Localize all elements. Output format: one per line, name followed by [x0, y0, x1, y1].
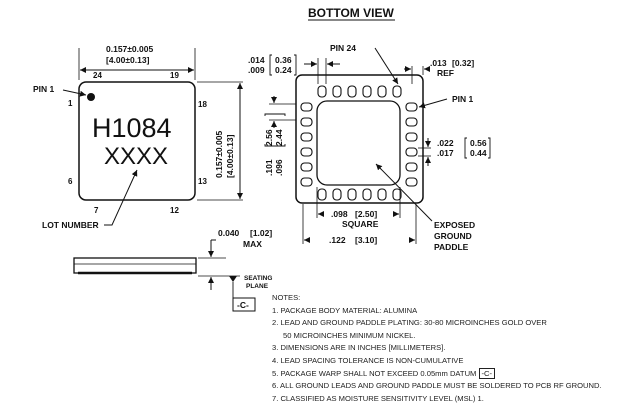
bottom-outline — [295, 74, 424, 204]
pin-num-24: 24 — [93, 71, 102, 80]
lead-width-in: .014 — [248, 55, 265, 65]
pin-num-7: 7 — [94, 206, 99, 215]
pitch-dim-in: .022 — [437, 138, 454, 148]
pin1-right-label: PIN 1 — [452, 94, 474, 104]
note-4: 4. LEAD SPACING TOLERANCE IS NON-CUMULAT… — [272, 355, 464, 365]
note-5-datum: -C- — [478, 367, 496, 379]
height-dim-mm: [4.00±0.13] — [225, 134, 235, 178]
paddle-label-2: GROUND — [434, 231, 472, 241]
side-dim-in2: .096 — [274, 159, 284, 176]
exposed-paddle — [316, 100, 401, 186]
square-dim-label: SQUARE — [342, 219, 379, 229]
side-dim-mm: 2.56 — [264, 129, 274, 146]
width-dim-in: 0.157±0.005 — [106, 44, 153, 54]
side-height-in: 0.040 — [218, 228, 240, 238]
side-dim-mm2: 2.44 — [274, 129, 284, 146]
pin-num-12: 12 — [170, 206, 179, 215]
pin-num-1: 1 — [68, 99, 73, 108]
note-3: 3. DIMENSIONS ARE IN INCHES [MILLIMETERS… — [272, 343, 446, 353]
marking-line1: H1084 — [92, 113, 172, 143]
overall-dim-in: .122 — [329, 235, 346, 245]
seating-label-2: PLANE — [246, 283, 269, 290]
pin-num-13: 13 — [198, 177, 207, 186]
height-dim-in: 0.157±0.005 — [214, 131, 224, 178]
lot-number-label: LOT NUMBER — [42, 220, 99, 230]
pitch-dim-mm: 0.56 — [470, 138, 487, 148]
bottom-view-package: PIN 24 PIN 1 .014 .009 0.36 0.24 .013 [0… — [248, 43, 491, 252]
right-pads — [405, 102, 418, 187]
marking-line2: XXXX — [104, 143, 168, 170]
side-height-label: MAX — [243, 239, 262, 249]
square-dim-in: .098 — [331, 209, 348, 219]
seating-label-1: SEATING — [244, 275, 272, 282]
pin-num-19: 19 — [170, 71, 179, 80]
note-5: 5. PACKAGE WARP SHALL NOT EXCEED 0.05mm … — [272, 368, 477, 378]
notes-block: NOTES: 1. PACKAGE BODY MATERIAL: ALUMINA… — [272, 292, 634, 405]
overall-dim-mm: [3.10] — [355, 235, 377, 245]
width-dim-mm: [4.00±0.13] — [106, 55, 150, 65]
bottom-pads — [317, 188, 402, 201]
datum-box — [232, 297, 256, 312]
top-view-package: H1084 XXXX 24 19 1 6 7 12 18 13 PIN 1 LO… — [33, 44, 243, 230]
paddle-label-3: PADDLE — [434, 242, 469, 252]
datum-label: -C- — [237, 300, 249, 310]
note-7: 7. CLASSIFIED AS MOISTURE SENSITIVITY LE… — [272, 393, 484, 403]
side-height-mm: [1.02] — [250, 228, 272, 238]
pin1-dot — [87, 93, 95, 101]
pin-num-6: 6 — [68, 177, 73, 186]
ref-dim-label: REF — [437, 68, 454, 78]
side-dim-in: .101 — [264, 159, 274, 176]
note-5-row: 5. PACKAGE WARP SHALL NOT EXCEED 0.05mm … — [272, 367, 634, 381]
notes-title: NOTES: — [272, 293, 301, 302]
pitch-dim-mm2: 0.44 — [470, 148, 487, 158]
lead-width-in2: .009 — [248, 65, 265, 75]
note-2-cont: 50 MICROINCHES MINIMUM NICKEL. — [283, 330, 416, 340]
view-title: BOTTOM VIEW — [308, 6, 394, 20]
note-2: 2. LEAD AND GROUND PADDLE PLATING: 30-80… — [272, 318, 547, 328]
left-pads — [300, 102, 313, 187]
side-body — [73, 257, 197, 274]
lead-width-mm2: 0.24 — [275, 65, 292, 75]
note-1: 1. PACKAGE BODY MATERIAL: ALUMINA — [272, 305, 418, 315]
pitch-dim-in2: .017 — [437, 148, 454, 158]
paddle-label-1: EXPOSED — [434, 220, 475, 230]
lead-width-mm: 0.36 — [275, 55, 292, 65]
note-6: 6. ALL GROUND LEADS AND GROUND PADDLE MU… — [272, 381, 602, 391]
pin1-label: PIN 1 — [33, 84, 55, 94]
ref-dim-mm: [0.32] — [452, 58, 474, 68]
square-dim-mm: [2.50] — [355, 209, 377, 219]
package-outline — [78, 81, 196, 201]
top-pads — [317, 85, 402, 98]
pin24-label: PIN 24 — [330, 43, 356, 53]
side-view: 0.040 [1.02] MAX SEATING PLANE -C- — [73, 228, 272, 312]
ref-dim-in: .013 — [430, 58, 447, 68]
pin-num-18: 18 — [198, 100, 207, 109]
